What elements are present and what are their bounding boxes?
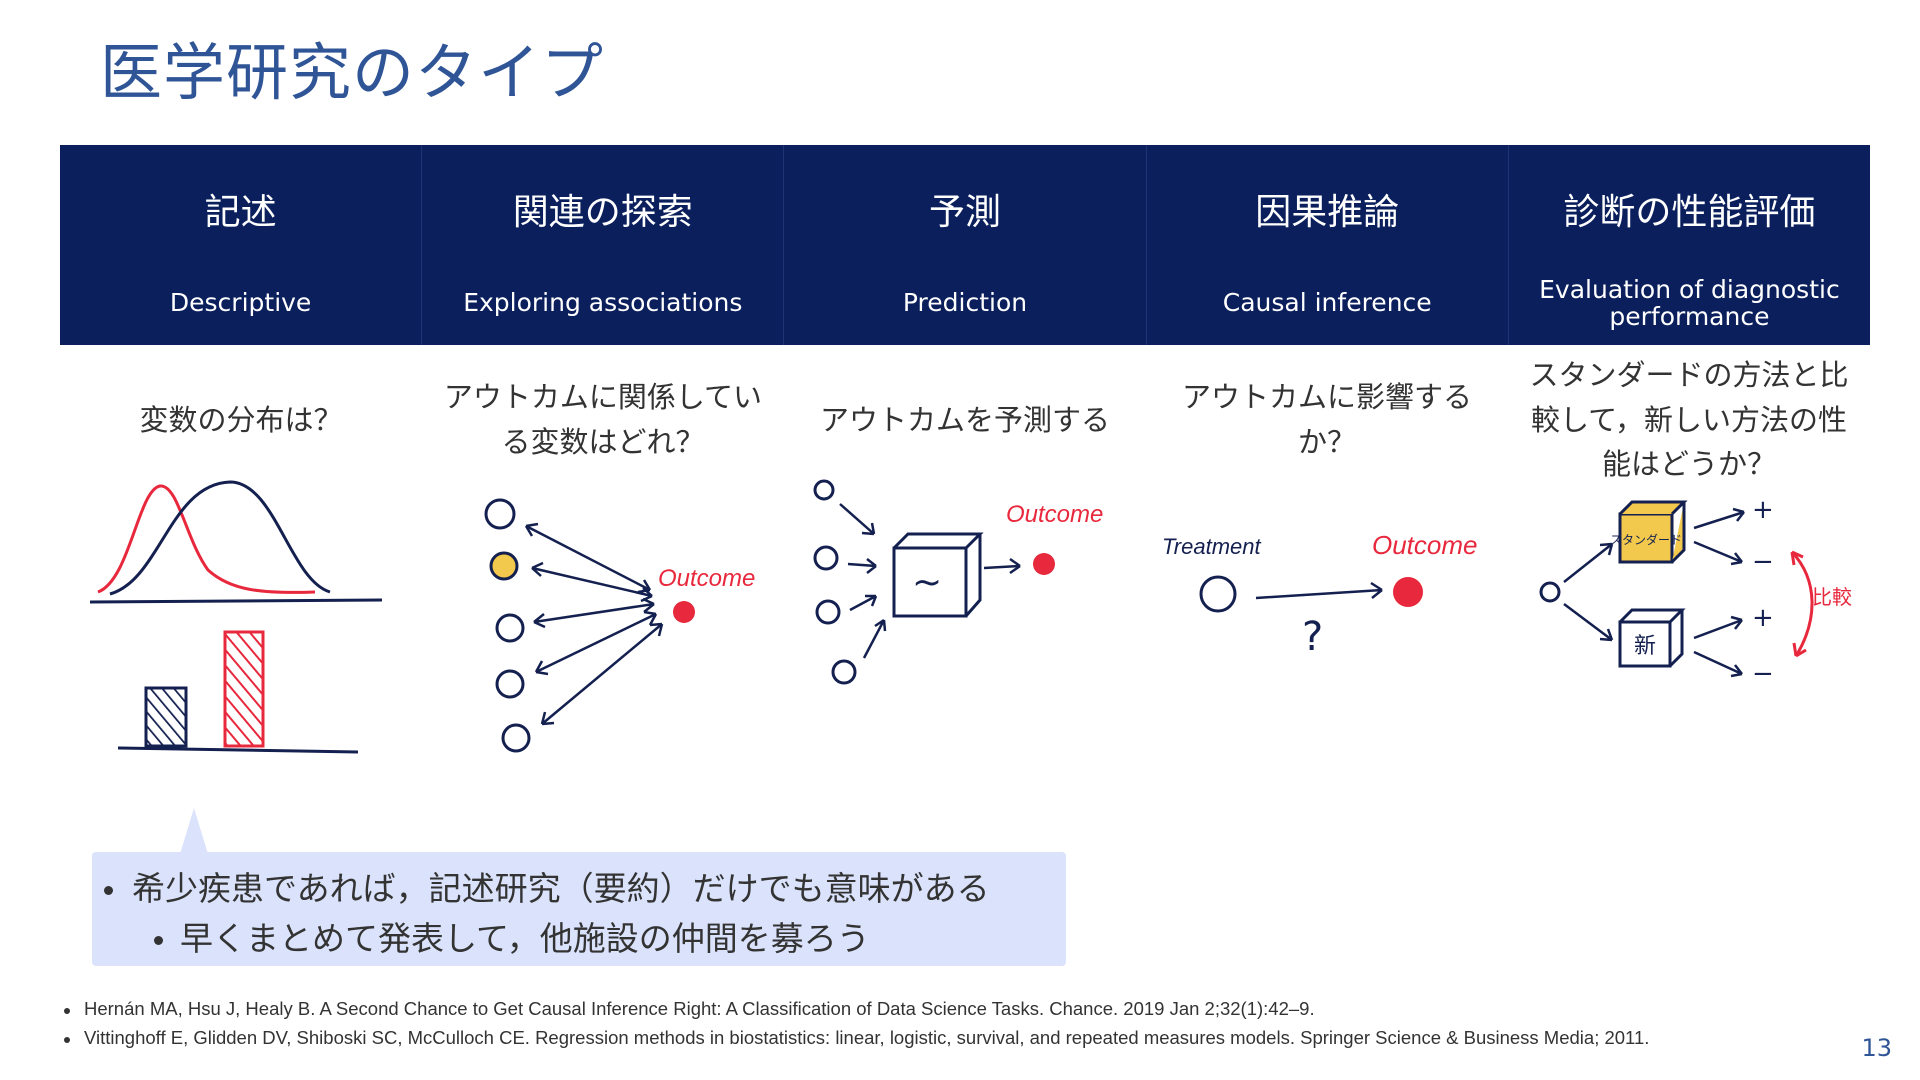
reference-text: Hernán MA, Hsu J, Healy B. A Second Chan… bbox=[84, 998, 1315, 1019]
references: Hernán MA, Hsu J, Healy B. A Second Chan… bbox=[62, 998, 1649, 1056]
header-ja-label: 関連の探索 bbox=[512, 192, 693, 233]
patient-node bbox=[1539, 581, 1561, 603]
header-col-causal: 因果推論 Causal inference bbox=[1147, 145, 1509, 345]
outcome-dot bbox=[673, 601, 695, 623]
output-arrow bbox=[983, 557, 1021, 575]
input-arrows bbox=[839, 503, 887, 659]
header-en-label: Descriptive bbox=[169, 288, 312, 318]
body-col-prediction: アウトカムを予測する ~ Outcome bbox=[784, 350, 1146, 820]
red-density-curve bbox=[97, 484, 316, 594]
header-ja-label: 診断の性能評価 bbox=[1563, 192, 1816, 233]
body-col-diagnostic: スタンダードの方法と比較して，新しい方法の性能はどうか？ スタンダード 新 bbox=[1508, 350, 1870, 820]
question-text: スタンダードの方法と比較して，新しい方法の性能はどうか？ bbox=[1529, 357, 1849, 482]
question-text: アウトカムを予測する bbox=[819, 402, 1110, 437]
standard-box-label: スタンダード bbox=[1610, 532, 1682, 547]
result-arrows bbox=[1693, 507, 1745, 678]
variable-node bbox=[495, 613, 525, 643]
outcome-label: Outcome bbox=[1006, 501, 1103, 528]
treatment-node bbox=[1199, 575, 1237, 613]
causal-arrow bbox=[1255, 581, 1383, 600]
page-title: 医学研究のタイプ bbox=[100, 36, 605, 109]
red-bar bbox=[223, 630, 265, 748]
variable-nodes bbox=[484, 498, 531, 753]
input-nodes bbox=[813, 479, 857, 685]
variable-node-highlighted bbox=[489, 551, 519, 581]
input-node bbox=[813, 479, 835, 501]
variable-node bbox=[484, 498, 516, 530]
header-ja-label: 記述 bbox=[204, 192, 277, 233]
plus-sign: + bbox=[1752, 603, 1774, 633]
ink-density-curve bbox=[109, 480, 331, 596]
axis-line bbox=[89, 598, 383, 604]
ink-bar bbox=[144, 686, 188, 748]
variable-node bbox=[501, 723, 531, 753]
bar-axis-line bbox=[117, 746, 359, 754]
standard-box: スタンダード bbox=[1610, 500, 1688, 564]
compare-arrow bbox=[1790, 550, 1814, 658]
body-col-descriptive: 変数の分布は？ bbox=[60, 350, 422, 820]
minus-sign: − bbox=[1752, 547, 1774, 577]
double-arrow bbox=[531, 566, 653, 598]
new-box-label: 新 bbox=[1634, 634, 1656, 659]
association-sketch: Outcome bbox=[484, 498, 755, 753]
header-en-label: Exploring associations bbox=[463, 288, 743, 318]
reference-text: Vittinghoff E, Glidden DV, Shiboski SC, … bbox=[84, 1027, 1650, 1048]
compare-label: 比較 bbox=[1812, 585, 1852, 609]
input-node bbox=[831, 659, 857, 685]
header-col-prediction: 予測 Prediction bbox=[784, 145, 1147, 345]
treatment-label: Treatment bbox=[1162, 534, 1262, 559]
header-en-label: Prediction bbox=[902, 288, 1028, 318]
outcome-dot bbox=[1033, 553, 1055, 575]
causal-sketch: Treatment ? Outcome bbox=[1162, 530, 1478, 660]
body-col-causal: アウトカムに影響するか？ Treatment ? Outcome bbox=[1146, 350, 1508, 820]
header-ja-label: 因果推論 bbox=[1255, 192, 1400, 233]
callout-line-2: 早くまとめて発表して，他施設の仲間を募ろう bbox=[180, 919, 870, 958]
uncertainty-mark: ? bbox=[1302, 614, 1323, 660]
new-method-box: 新 bbox=[1618, 608, 1686, 668]
branch-arrows bbox=[1563, 542, 1614, 642]
header-ja-label: 予測 bbox=[929, 192, 1002, 233]
callout-line-1: 希少疾患であれば，記述研究（要約）だけでも意味がある bbox=[132, 869, 990, 908]
variable-node bbox=[495, 669, 525, 699]
prediction-sketch: ~ Outcome bbox=[813, 479, 1103, 685]
header-col-diagnostic: 診断の性能評価 Evaluation of diagnostic perform… bbox=[1509, 145, 1870, 345]
reference-item: Vittinghoff E, Glidden DV, Shiboski SC, … bbox=[62, 1027, 1649, 1056]
callout-pointer bbox=[180, 808, 208, 854]
input-node bbox=[815, 599, 841, 625]
body-col-associations: アウトカムに関係している変数はどれ？ bbox=[422, 350, 784, 820]
minus-sign: − bbox=[1752, 659, 1774, 689]
question-text: アウトカムに関係している変数はどれ？ bbox=[443, 380, 763, 459]
outcome-dot bbox=[1393, 577, 1423, 607]
body-columns: 変数の分布は？ アウトカムに関係している変数はどれ？ bbox=[60, 350, 1870, 820]
header-band: 記述 Descriptive 関連の探索 Exploring associati… bbox=[60, 145, 1870, 345]
header-col-associations: 関連の探索 Exploring associations bbox=[422, 145, 785, 345]
callout-box: 希少疾患であれば，記述研究（要約）だけでも意味がある 早くまとめて発表して，他施… bbox=[92, 852, 1066, 966]
diagnostic-sketch: スタンダード 新 + − + − 比較 bbox=[1539, 495, 1852, 689]
header-en-label: Causal inference bbox=[1222, 288, 1432, 318]
header-en-label: Evaluation of diagnostic performance bbox=[1539, 274, 1840, 331]
question-text: 変数の分布は？ bbox=[139, 402, 343, 437]
distribution-sketch bbox=[89, 480, 383, 754]
input-node bbox=[813, 545, 839, 571]
outcome-label: Outcome bbox=[658, 565, 755, 592]
page-number: 13 bbox=[1861, 1034, 1892, 1062]
bullet-dot bbox=[154, 936, 163, 945]
plus-sign: + bbox=[1752, 495, 1774, 525]
model-box bbox=[892, 532, 984, 618]
header-col-descriptive: 記述 Descriptive bbox=[60, 145, 423, 345]
bullet-dot bbox=[64, 1037, 70, 1043]
outcome-label: Outcome bbox=[1372, 530, 1478, 560]
arrows bbox=[524, 522, 664, 726]
double-arrow bbox=[525, 524, 651, 592]
bullet-dot bbox=[64, 1008, 70, 1014]
double-arrow bbox=[535, 612, 657, 674]
reference-item: Hernán MA, Hsu J, Healy B. A Second Chan… bbox=[62, 998, 1649, 1027]
bullet-dot bbox=[104, 886, 113, 895]
model-tilde: ~ bbox=[912, 562, 942, 603]
question-text: アウトカムに影響するか？ bbox=[1181, 380, 1472, 459]
double-arrow bbox=[533, 602, 655, 624]
double-arrow bbox=[541, 623, 663, 725]
